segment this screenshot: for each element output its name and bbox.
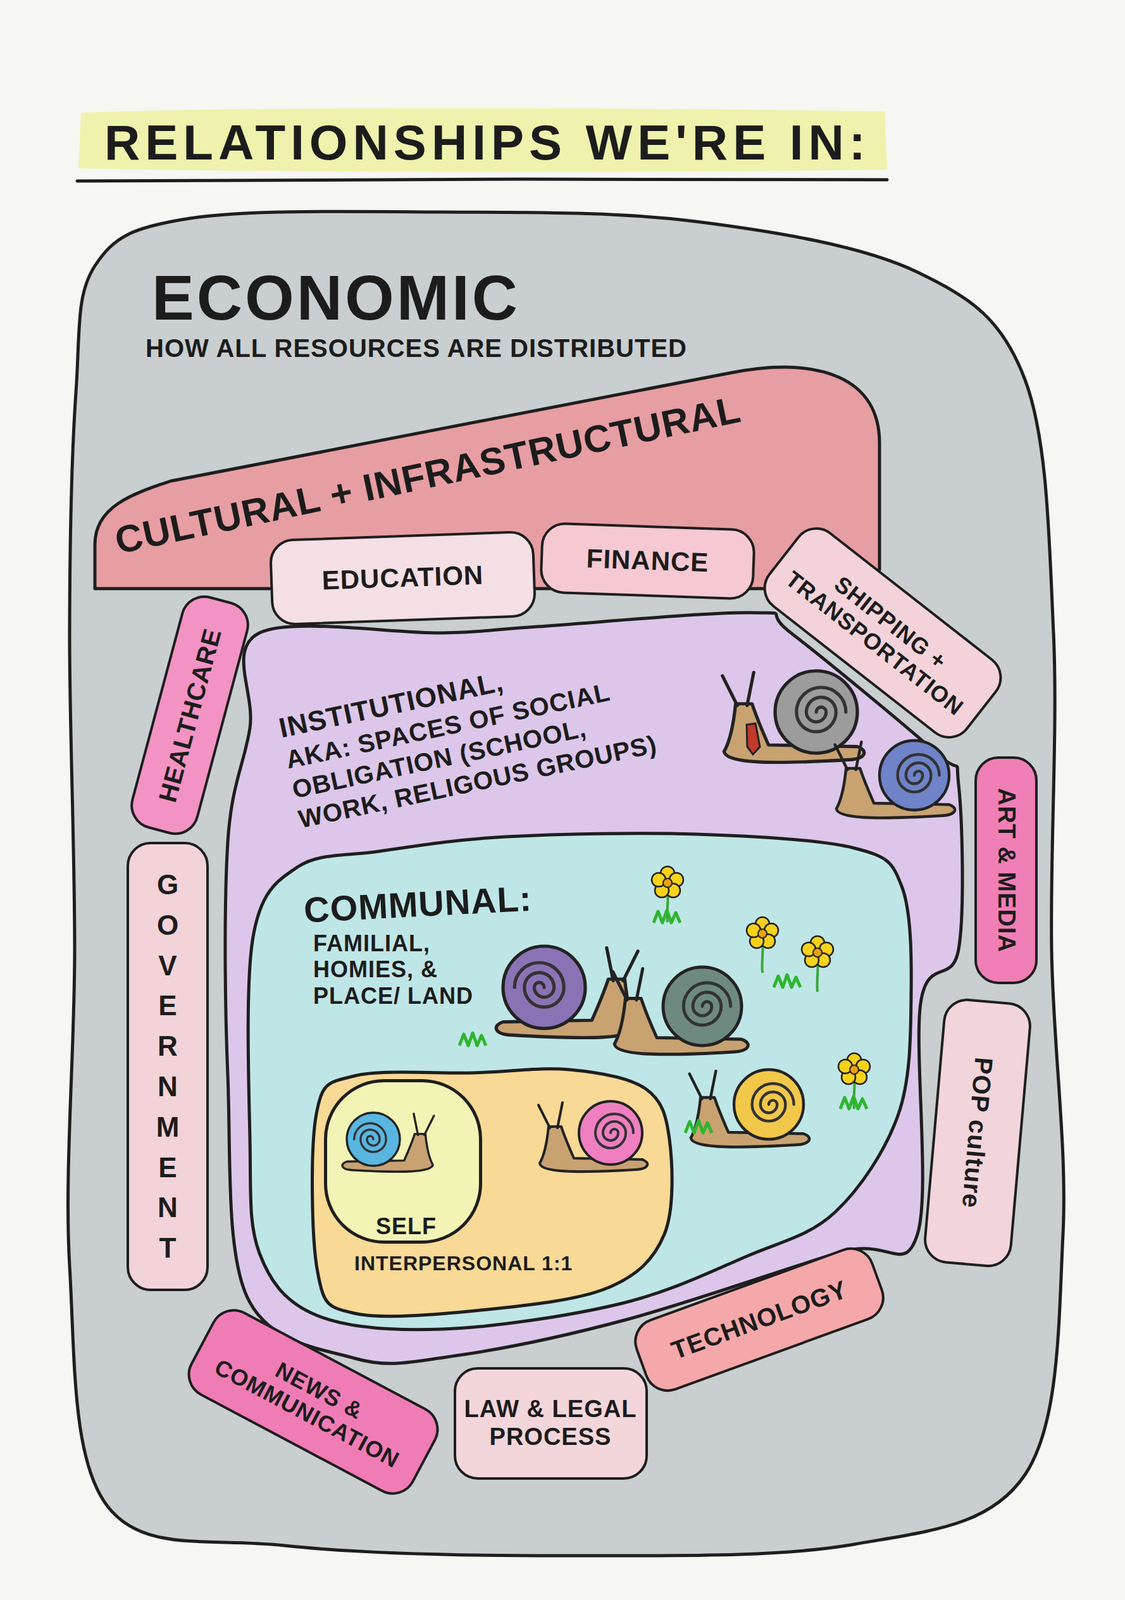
sector-box: FINANCE	[539, 521, 757, 601]
text-group: INTERPERSONAL 1:1	[354, 1251, 627, 1275]
sector-label: LAW & LEGAL PROCESS	[463, 1395, 639, 1451]
sector-label: GOVERNMENT	[153, 864, 182, 1268]
sector-label: ART & MEDIA	[992, 787, 1020, 953]
cultural-layer: CULTURAL + INFRASTRUCTURALEDUCATIONFINAN…	[94, 354, 1070, 1494]
sector-box: EDUCATION	[268, 529, 537, 626]
region-heading: ECONOMIC	[151, 265, 722, 330]
sector-label: HEALTHCARE	[152, 625, 228, 806]
sector-label: FINANCE	[585, 542, 709, 578]
layer-description: FAMILIAL, HOMIES, & PLACE/ LAND	[313, 930, 485, 1009]
self-circle: SELF	[323, 1078, 483, 1244]
sector-box: POP culture	[921, 996, 1034, 1270]
layer-heading: SELF	[327, 1212, 486, 1239]
title-wrap: RELATIONSHIPS WE'RE IN:	[104, 113, 871, 171]
economic-region: ECONOMIC HOW ALL RESOURCES ARE DISTRIBUTE…	[50, 202, 1089, 1576]
sector-label: POP culture	[956, 1056, 1000, 1210]
sector-box: ART & MEDIA	[974, 756, 1038, 984]
region-subtitle: HOW ALL RESOURCES ARE DISTRIBUTED	[145, 334, 779, 362]
text-group: ECONOMIC	[151, 265, 722, 330]
sector-box: LAW & LEGAL PROCESS	[453, 1366, 648, 1480]
sector-label: EDUCATION	[320, 559, 484, 596]
text-group: HOW ALL RESOURCES ARE DISTRIBUTED	[145, 334, 779, 362]
interpersonal-layer: INTERPERSONAL 1:1 SELF	[303, 1056, 684, 1323]
text-group: FAMILIAL, HOMIES, & PLACE/ LAND	[313, 930, 485, 1009]
text-group: SELF	[327, 1212, 486, 1239]
sector-box: GOVERNMENT	[126, 841, 209, 1291]
diagram-title: RELATIONSHIPS WE'RE IN:	[104, 113, 871, 171]
layer-heading: INTERPERSONAL 1:1	[354, 1251, 627, 1275]
